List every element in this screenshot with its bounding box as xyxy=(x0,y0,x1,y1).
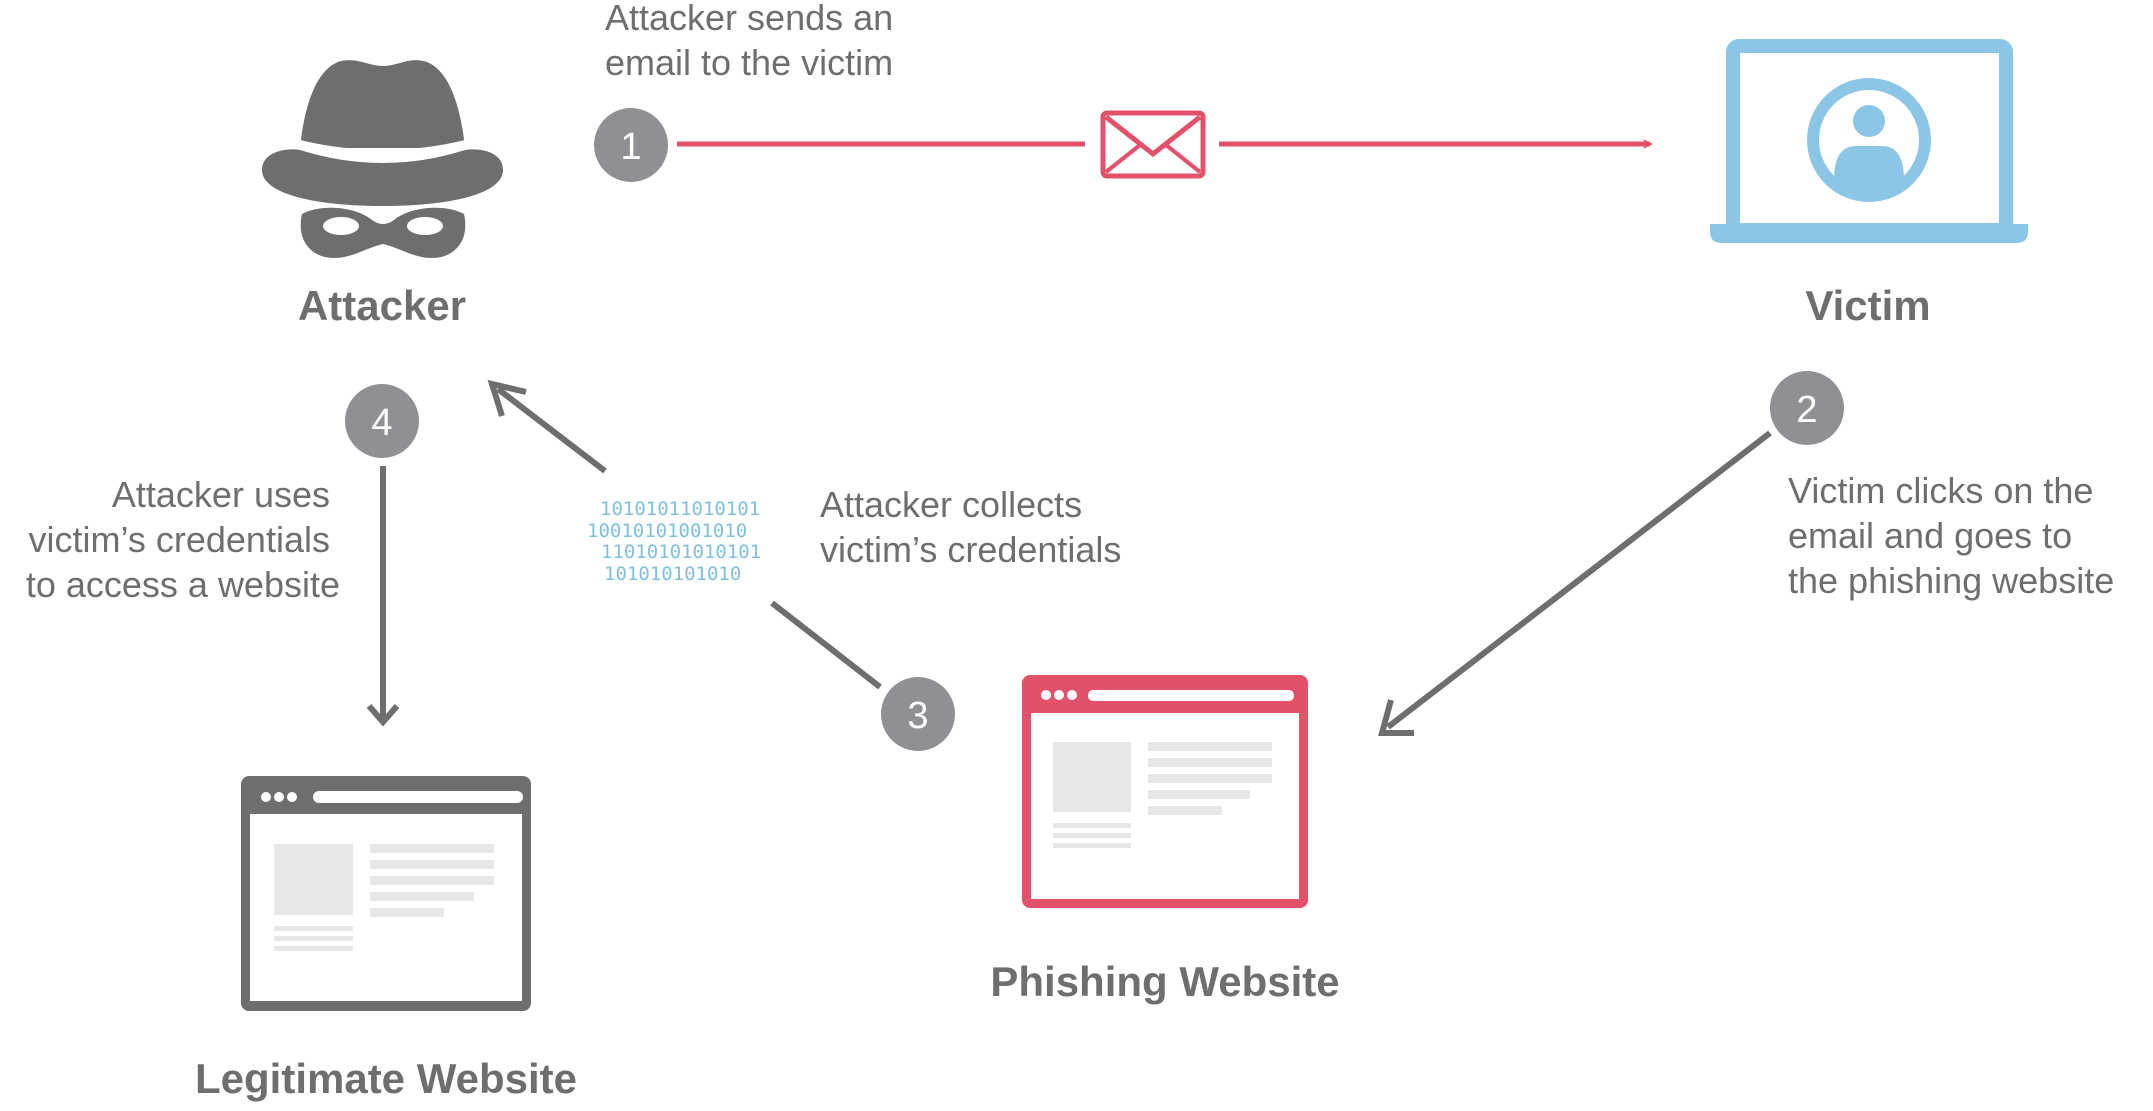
step-4-line-2: victim’s credentials xyxy=(29,519,330,560)
step-1-badge: 1 xyxy=(594,108,668,182)
step-4-badge: 4 xyxy=(345,384,419,458)
envelope-icon xyxy=(1100,110,1206,179)
step-1-line-2: email to the victim xyxy=(605,42,893,83)
step-2-line-2: email and goes to xyxy=(1788,515,2072,556)
step-3-arrow-line-lower xyxy=(770,600,882,690)
step-4-line-1: Attacker uses xyxy=(112,474,330,515)
step-3-number: 3 xyxy=(907,695,928,737)
spy-hat-icon xyxy=(262,60,503,258)
step-2-description: Victim clicks on the email and goes to t… xyxy=(1788,470,2114,601)
binary-line-3: 11010101010101 xyxy=(601,541,761,563)
step-1-number: 1 xyxy=(620,126,641,168)
step-3-arrow-line-upper xyxy=(496,386,607,474)
step-4-description: Attacker uses victim’s credentials to ac… xyxy=(26,474,340,605)
step-2-arrow-head xyxy=(1378,699,1414,736)
step-1-description: Attacker sends an email to the victim xyxy=(605,0,903,83)
step-4-arrow-head xyxy=(366,704,400,727)
laptop-user-icon xyxy=(1710,39,2028,243)
attacker-label: Attacker xyxy=(298,282,466,329)
binary-line-4: 101010101010 xyxy=(604,563,741,585)
step-3-line-2: victim’s credentials xyxy=(820,529,1121,570)
victim-label: Victim xyxy=(1805,282,1930,329)
binary-line-2: 10010101001010 xyxy=(587,520,747,542)
phishing-browser-icon xyxy=(1022,675,1308,908)
step-3-description: Attacker collects victim’s credentials xyxy=(820,484,1121,570)
step-4-line-3: to access a website xyxy=(26,564,340,605)
step-2-number: 2 xyxy=(1796,389,1817,431)
step-3-badge: 3 xyxy=(881,677,955,751)
step-2-badge: 2 xyxy=(1770,371,1844,445)
step-2-line-3: the phishing website xyxy=(1788,560,2114,601)
step-2-line-1: Victim clicks on the xyxy=(1788,470,2093,511)
binary-line-1: 10101011010101 xyxy=(600,498,760,520)
step-1-line-1: Attacker sends an xyxy=(605,0,893,38)
step-2-arrow-line xyxy=(1386,430,1772,730)
step-4-number: 4 xyxy=(371,402,392,444)
step-3-arrow-head xyxy=(487,379,527,417)
legitimate-browser-icon xyxy=(241,776,531,1011)
legitimate-website-label: Legitimate Website xyxy=(195,1055,577,1102)
binary-data: 10101011010101 10010101001010 1101010101… xyxy=(587,498,773,585)
step-3-line-1: Attacker collects xyxy=(820,484,1082,525)
phishing-website-label: Phishing Website xyxy=(990,958,1339,1005)
